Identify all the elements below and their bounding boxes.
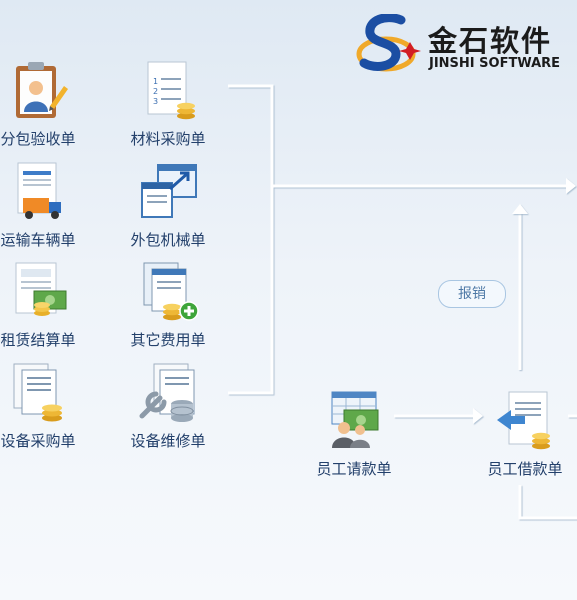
node-equipment-repair[interactable]: 设备维修单 <box>120 362 216 451</box>
node-transport-vehicle[interactable]: 运输车辆单 <box>0 161 86 250</box>
reimburse-button[interactable]: 报销 <box>438 280 506 308</box>
svg-text:1: 1 <box>153 77 158 86</box>
node-label: 外包机械单 <box>130 231 206 249</box>
svg-text:3: 3 <box>153 97 158 106</box>
node-subcontract-acceptance[interactable]: 分包验收单 <box>0 60 86 149</box>
node-other-expenses[interactable]: 其它费用单 <box>120 261 216 350</box>
document-cash-icon <box>15 262 67 316</box>
node-label: 员工借款单 <box>487 460 563 478</box>
node-label: 其它费用单 <box>130 331 206 349</box>
logo-emblem-icon <box>356 14 421 72</box>
node-label: 分包验收单 <box>0 130 76 148</box>
window-arrow-icon <box>141 164 197 218</box>
node-material-purchase[interactable]: 1 2 3 材料采购单 <box>120 60 216 149</box>
node-employee-loan[interactable]: 员工借款单 <box>477 390 573 479</box>
node-label: 设备采购单 <box>0 432 76 450</box>
wrench-database-icon <box>139 363 195 422</box>
svg-text:2: 2 <box>153 87 158 96</box>
table-users-icon <box>331 391 379 448</box>
node-label: 材料采购单 <box>130 130 206 148</box>
node-employee-payment-request[interactable]: 员工请款单 <box>306 390 402 479</box>
truck-document-icon <box>17 162 61 219</box>
numbered-list-coins-icon: 1 2 3 <box>147 61 195 120</box>
node-label: 设备维修单 <box>130 432 206 450</box>
node-label: 运输车辆单 <box>0 231 76 249</box>
brand-name-en: JINSHI SOFTWARE <box>429 56 561 71</box>
jinshi-logo: 金石软件 JINSHI SOFTWARE <box>356 14 577 78</box>
node-lease-settlement[interactable]: 租赁结算单 <box>0 261 86 350</box>
node-label: 员工请款单 <box>316 460 392 478</box>
node-equipment-purchase[interactable]: 设备采购单 <box>0 362 86 451</box>
document-arrow-coins-icon <box>497 391 550 450</box>
node-outsourced-machinery[interactable]: 外包机械单 <box>120 161 216 250</box>
documents-coins-icon <box>13 363 62 422</box>
documents-coins-plus-icon <box>143 262 199 321</box>
brand-name-cn: 金石软件 <box>428 24 553 58</box>
node-label: 租赁结算单 <box>0 331 76 349</box>
clipboard-person-icon <box>16 62 68 118</box>
